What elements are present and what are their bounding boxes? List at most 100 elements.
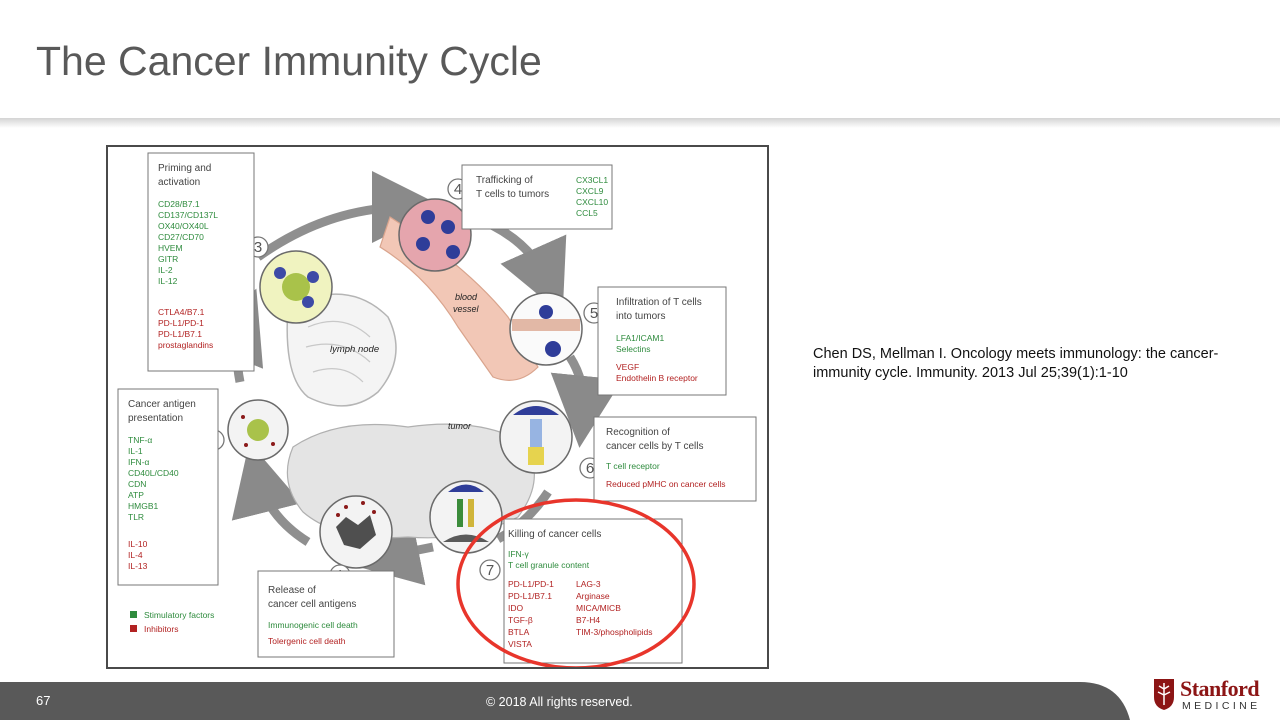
svg-text:HMGB1: HMGB1 bbox=[128, 501, 159, 511]
lymph-node-label: lymph node bbox=[330, 344, 379, 355]
medicine-wordmark: MEDICINE bbox=[1182, 700, 1261, 712]
step3-inhib-list: CTLA4/B7.1 PD-L1/PD-1 PD-L1/B7.1 prostag… bbox=[158, 307, 213, 350]
legend-stim-swatch bbox=[130, 611, 137, 618]
box-step-4: Trafficking of T cells to tumors CX3CL1 … bbox=[461, 164, 613, 230]
svg-text:HVEM: HVEM bbox=[158, 243, 183, 253]
svg-text:TLR: TLR bbox=[128, 512, 144, 522]
svg-text:IFN-γ: IFN-γ bbox=[508, 549, 530, 559]
svg-text:LAG-3: LAG-3 bbox=[576, 579, 601, 589]
circle-step-6-illustration bbox=[499, 400, 573, 474]
svg-text:TGF-β: TGF-β bbox=[508, 615, 533, 625]
stanford-tree-logo-icon bbox=[1154, 679, 1174, 710]
svg-text:CDN: CDN bbox=[128, 479, 146, 489]
legend-inhib-swatch bbox=[130, 625, 137, 632]
step7-inhib-col1: PD-L1/PD-1 PD-L1/B7.1 IDO TGF-β BTLA VIS… bbox=[508, 579, 554, 649]
num-5: 5 bbox=[590, 305, 598, 322]
svg-text:LFA1/ICAM1: LFA1/ICAM1 bbox=[616, 333, 664, 343]
svg-text:B7-H4: B7-H4 bbox=[576, 615, 600, 625]
svg-text:CD40L/CD40: CD40L/CD40 bbox=[128, 468, 179, 478]
blood-vessel-label-1: blood bbox=[455, 292, 478, 302]
step1-title-2: cancer cell antigens bbox=[268, 599, 356, 610]
circle-step-4-illustration bbox=[398, 198, 472, 272]
box-step-3: Priming and activation CD28/B7.1 CD137/C… bbox=[147, 152, 255, 372]
svg-text:IL-2: IL-2 bbox=[158, 265, 173, 275]
step4-title-2: T cells to tumors bbox=[476, 189, 549, 200]
tumor-label: tumor bbox=[448, 421, 472, 431]
step2-stim-list: TNF-α IL-1 IFN-α CD40L/CD40 CDN ATP HMGB… bbox=[128, 435, 179, 522]
step2-inhib-list: IL-10 IL-4 IL-13 bbox=[128, 539, 148, 571]
step6-title-1: Recognition of bbox=[606, 427, 670, 438]
step1-stim: Immunogenic cell death bbox=[268, 620, 358, 630]
svg-text:PD-L1/B7.1: PD-L1/B7.1 bbox=[158, 329, 202, 339]
svg-text:CD28/B7.1: CD28/B7.1 bbox=[158, 199, 200, 209]
step3-stim-list: CD28/B7.1 CD137/CD137L OX40/OX40L CD27/C… bbox=[158, 199, 218, 286]
step3-title-2: activation bbox=[158, 177, 200, 188]
svg-text:PD-L1/PD-1: PD-L1/PD-1 bbox=[508, 579, 554, 589]
svg-text:BTLA: BTLA bbox=[508, 627, 530, 637]
svg-text:CX3CL1: CX3CL1 bbox=[576, 175, 608, 185]
svg-text:T cell granule content: T cell granule content bbox=[508, 560, 590, 570]
svg-text:IL-4: IL-4 bbox=[128, 550, 143, 560]
num-3: 3 bbox=[254, 239, 262, 256]
highlight-circle-step-7 bbox=[456, 498, 696, 667]
svg-text:IL-13: IL-13 bbox=[128, 561, 148, 571]
num-6: 6 bbox=[586, 460, 594, 477]
step5-title-1: Infiltration of T cells bbox=[616, 297, 702, 308]
lymph-node-texture bbox=[305, 320, 371, 383]
step6-inhib: Reduced pMHC on cancer cells bbox=[606, 479, 726, 489]
svg-text:GITR: GITR bbox=[158, 254, 178, 264]
blood-vessel-label-2: vessel bbox=[453, 304, 480, 314]
step3-title-1: Priming and bbox=[158, 163, 211, 174]
circle-step-1-illustration bbox=[319, 495, 393, 569]
slide-title: The Cancer Immunity Cycle bbox=[36, 38, 542, 84]
box-step-1: Release of cancer cell antigens Immunoge… bbox=[257, 570, 395, 658]
arrow-5-to-6 bbox=[550, 354, 623, 448]
svg-text:TIM-3/phospholipids: TIM-3/phospholipids bbox=[576, 627, 653, 637]
circle-step-5-illustration bbox=[509, 292, 583, 366]
svg-text:IL-10: IL-10 bbox=[128, 539, 148, 549]
step7-title: Killing of cancer cells bbox=[508, 529, 601, 540]
step4-title-1: Trafficking of bbox=[476, 175, 533, 186]
svg-text:OX40/OX40L: OX40/OX40L bbox=[158, 221, 209, 231]
step1-inhib: Tolergenic cell death bbox=[268, 636, 346, 646]
lymph-node-shape bbox=[286, 293, 397, 407]
step5-stim-list: LFA1/ICAM1 Selectins bbox=[616, 333, 664, 354]
svg-text:IFN-α: IFN-α bbox=[128, 457, 150, 467]
svg-text:Endothelin B receptor: Endothelin B receptor bbox=[616, 373, 698, 383]
arrow-1-to-2 bbox=[231, 442, 311, 546]
svg-text:Arginase: Arginase bbox=[576, 591, 610, 601]
svg-text:IDO: IDO bbox=[508, 603, 524, 613]
cycle-diagram: lymph node blood vessel tumor bbox=[117, 152, 757, 667]
circle-step-3-illustration bbox=[259, 250, 333, 324]
svg-text:CXCL9: CXCL9 bbox=[576, 186, 604, 196]
step6-stim: T cell receptor bbox=[606, 461, 660, 471]
copyright-text: © 2018 All rights reserved. bbox=[486, 695, 633, 709]
legend-stim-label: Stimulatory factors bbox=[144, 610, 214, 620]
svg-text:VEGF: VEGF bbox=[616, 362, 639, 372]
step7-stim-list: IFN-γ T cell granule content bbox=[508, 549, 590, 570]
step5-title-2: into tumors bbox=[616, 311, 665, 322]
citation-text: Chen DS, Mellman I. Oncology meets immun… bbox=[813, 346, 1219, 381]
svg-text:VISTA: VISTA bbox=[508, 639, 532, 649]
cancer-immunity-cycle-figure: lymph node blood vessel tumor bbox=[106, 145, 769, 669]
arrow-7-to-1 bbox=[347, 514, 434, 586]
step2-title-1: Cancer antigen bbox=[128, 399, 196, 410]
step5-inhib-list: VEGF Endothelin B receptor bbox=[616, 362, 698, 383]
svg-text:PD-L1/B7.1: PD-L1/B7.1 bbox=[508, 591, 552, 601]
num-4: 4 bbox=[454, 181, 462, 198]
page-number: 67 bbox=[36, 693, 51, 708]
svg-text:IL-1: IL-1 bbox=[128, 446, 143, 456]
step6-title-2: cancer cells by T cells bbox=[606, 441, 703, 452]
svg-text:IL-12: IL-12 bbox=[158, 276, 178, 286]
svg-text:CD27/CD70: CD27/CD70 bbox=[158, 232, 204, 242]
footer-bar bbox=[0, 682, 1130, 720]
svg-text:CD137/CD137L: CD137/CD137L bbox=[158, 210, 218, 220]
num-circle-7 bbox=[479, 559, 501, 581]
arrow-3-to-4 bbox=[255, 171, 444, 261]
box-step-5: Infiltration of T cells into tumors LFA1… bbox=[597, 286, 727, 396]
svg-text:TNF-α: TNF-α bbox=[128, 435, 152, 445]
svg-text:PD-L1/PD-1: PD-L1/PD-1 bbox=[158, 318, 204, 328]
svg-text:MICA/MICB: MICA/MICB bbox=[576, 603, 621, 613]
svg-text:prostaglandins: prostaglandins bbox=[158, 340, 213, 350]
step7-inhib-col2: LAG-3 Arginase MICA/MICB B7-H4 TIM-3/pho… bbox=[576, 579, 653, 637]
